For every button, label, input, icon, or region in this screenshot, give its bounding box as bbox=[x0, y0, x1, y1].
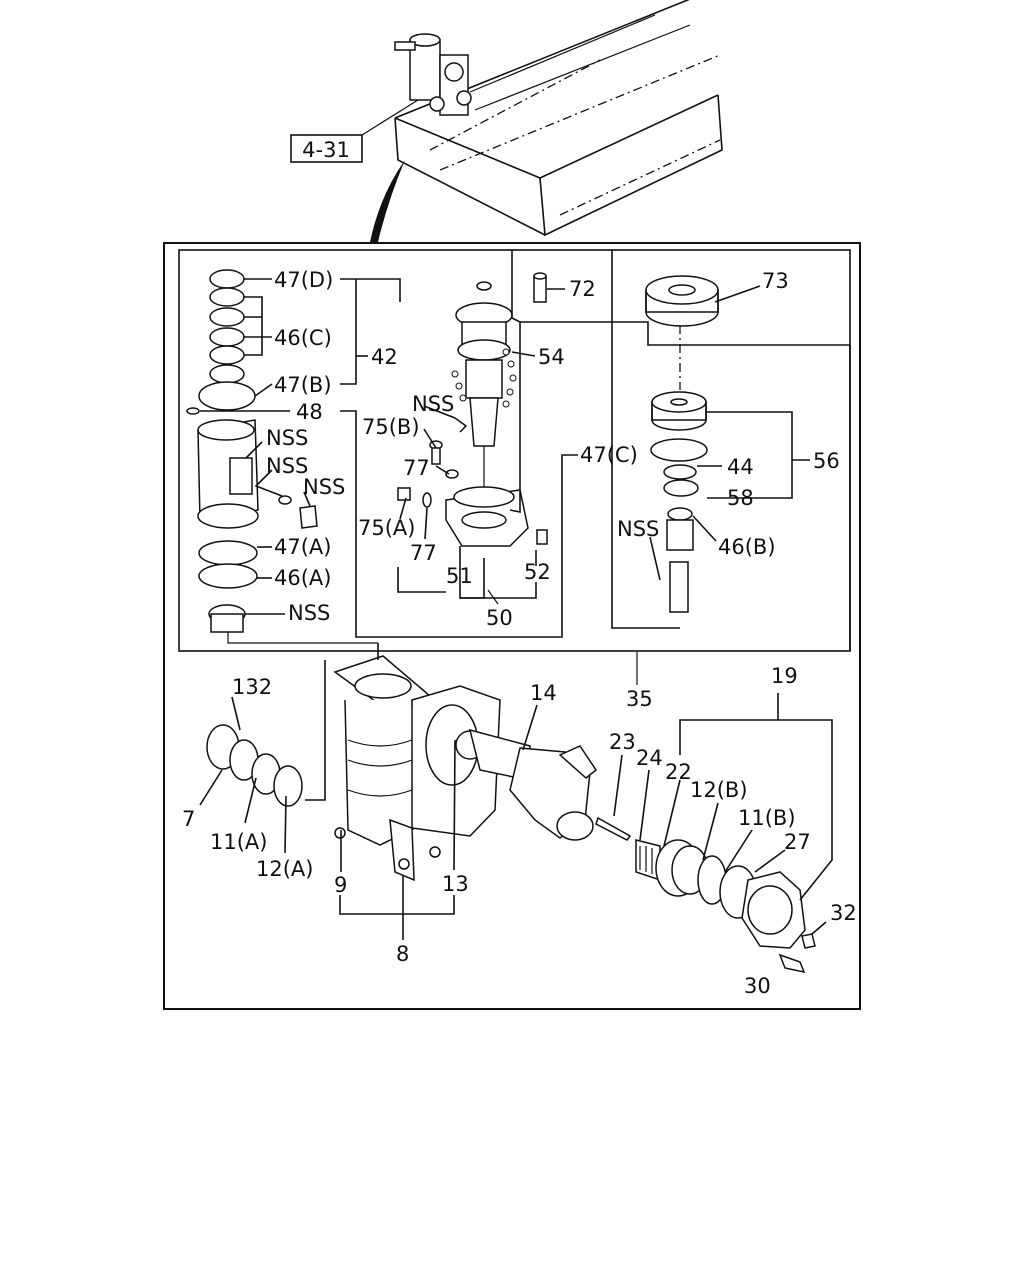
label-13: 13 bbox=[442, 872, 469, 896]
label-50: 50 bbox=[486, 606, 513, 630]
assembly-35-box bbox=[178, 249, 851, 652]
label-54: 54 bbox=[538, 345, 565, 369]
label-19: 19 bbox=[771, 664, 798, 688]
label-32: 32 bbox=[830, 901, 857, 925]
label-22: 22 bbox=[665, 760, 692, 784]
piston-assembly bbox=[645, 275, 719, 613]
label-12a: 12(A) bbox=[256, 857, 313, 881]
label-8: 8 bbox=[396, 942, 409, 966]
valve-assembly bbox=[397, 272, 548, 547]
label-30: 30 bbox=[744, 974, 771, 998]
label-23: 23 bbox=[609, 730, 636, 754]
label-46b: 46(B) bbox=[718, 535, 776, 559]
lower-seals bbox=[206, 724, 303, 807]
label-27: 27 bbox=[784, 830, 811, 854]
label-132: 132 bbox=[232, 675, 272, 699]
label-nss-1: NSS bbox=[266, 426, 308, 450]
label-47a: 47(A) bbox=[274, 535, 331, 559]
label-42: 42 bbox=[371, 345, 398, 369]
right-leaders bbox=[611, 250, 851, 685]
label-73: 73 bbox=[762, 269, 789, 293]
label-77-a: 77 bbox=[403, 456, 430, 480]
label-48: 48 bbox=[296, 400, 323, 424]
label-nss-6: NSS bbox=[617, 517, 659, 541]
label-47c: 47(C) bbox=[580, 443, 638, 467]
label-77-b: 77 bbox=[410, 541, 437, 565]
label-11a: 11(A) bbox=[210, 830, 267, 854]
label-nss-4: NSS bbox=[288, 601, 330, 625]
label-46c: 46(C) bbox=[274, 326, 332, 350]
center-leaders bbox=[397, 250, 850, 605]
label-75a: 75(A) bbox=[358, 516, 415, 540]
gear-housing bbox=[333, 655, 501, 882]
left-seal-group bbox=[186, 269, 318, 633]
label-47d: 47(D) bbox=[274, 268, 333, 292]
reference-box bbox=[290, 134, 363, 163]
lower-leaders bbox=[199, 643, 833, 940]
label-44: 44 bbox=[727, 455, 754, 479]
sector-shaft bbox=[468, 728, 598, 841]
vehicle-frame-overview bbox=[394, 0, 723, 237]
left-leaders bbox=[200, 278, 578, 644]
pointer-arrow bbox=[370, 160, 405, 242]
label-35: 35 bbox=[626, 687, 653, 711]
label-12b: 12(B) bbox=[690, 778, 748, 802]
label-nss-2: NSS bbox=[266, 454, 308, 478]
label-nss-5: NSS bbox=[412, 392, 454, 416]
label-51: 51 bbox=[446, 564, 473, 588]
label-72: 72 bbox=[569, 277, 596, 301]
label-47b: 47(B) bbox=[274, 373, 332, 397]
valve-dots bbox=[451, 348, 517, 408]
end-cover-assembly bbox=[595, 816, 816, 974]
label-7: 7 bbox=[182, 807, 195, 831]
label-nss-3: NSS bbox=[303, 475, 345, 499]
reference-label: 4-31 bbox=[302, 138, 350, 162]
label-46a: 46(A) bbox=[274, 566, 331, 590]
label-75b: 75(B) bbox=[362, 415, 420, 439]
label-24: 24 bbox=[636, 746, 663, 770]
label-9: 9 bbox=[334, 873, 347, 897]
label-56: 56 bbox=[813, 449, 840, 473]
label-52: 52 bbox=[524, 560, 551, 584]
label-58: 58 bbox=[727, 486, 754, 510]
diagram-frame bbox=[163, 242, 861, 1010]
label-11b: 11(B) bbox=[738, 806, 796, 830]
label-14: 14 bbox=[530, 681, 557, 705]
